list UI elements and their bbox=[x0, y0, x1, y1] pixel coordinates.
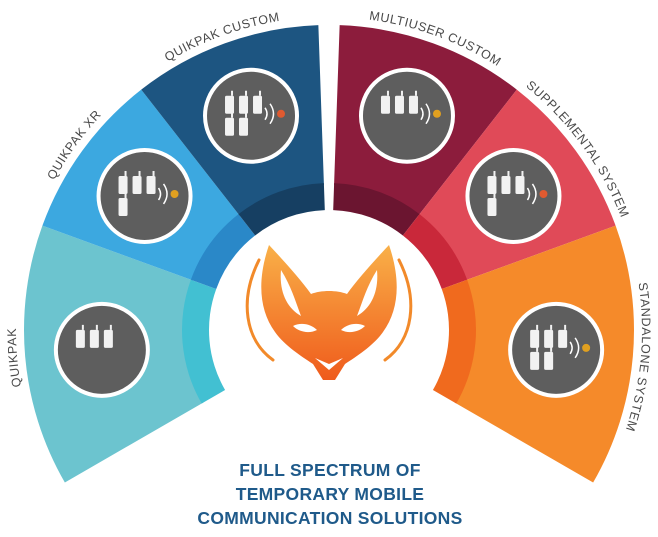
segment-inner-band bbox=[238, 183, 325, 236]
fox-head-logo bbox=[245, 245, 413, 380]
networked-groups-icon bbox=[465, 147, 562, 244]
radios-only-icon bbox=[53, 301, 150, 398]
segment-icons bbox=[53, 67, 605, 398]
caption-line-2: TEMPORARY MOBILE bbox=[235, 484, 425, 504]
radios-with-repeater-icon bbox=[96, 147, 193, 244]
segment-inner-band bbox=[432, 279, 476, 404]
caption-line-1: FULL SPECTRUM OF bbox=[239, 460, 421, 480]
segment-inner-band bbox=[333, 183, 420, 236]
segment-inner-band bbox=[402, 214, 468, 289]
segment-inner-band bbox=[190, 214, 256, 289]
caption-line-3: COMMUNICATION SOLUTIONS bbox=[197, 508, 463, 528]
segment-inner-band bbox=[182, 279, 226, 404]
diagram-caption: FULL SPECTRUM OF TEMPORARY MOBILE COMMUN… bbox=[150, 458, 510, 530]
radios-base-station-icon bbox=[358, 67, 455, 164]
radios-repeater-antenna-icon bbox=[203, 67, 300, 164]
segment-label: QUIKPAK bbox=[5, 328, 24, 389]
full-standalone-system-icon bbox=[508, 301, 605, 398]
